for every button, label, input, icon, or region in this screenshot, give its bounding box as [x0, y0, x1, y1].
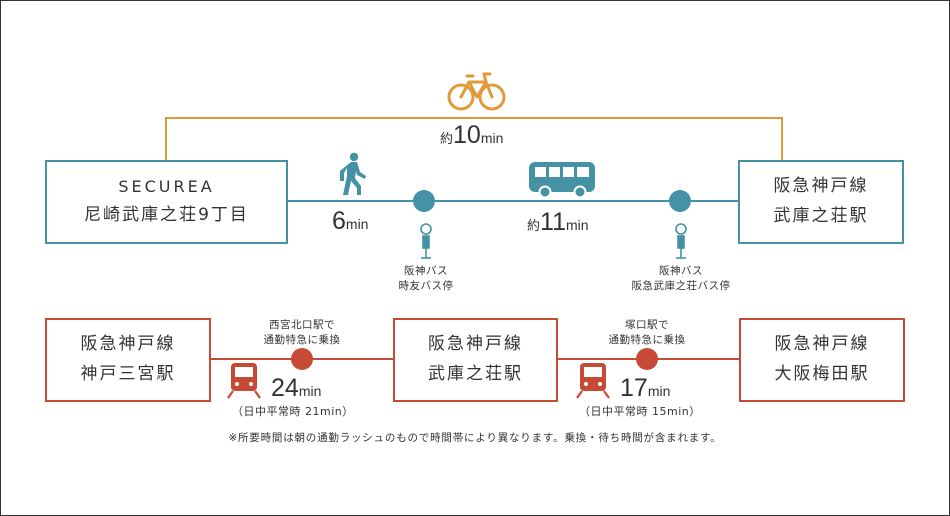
- transfer-nishinomiya-marker: [291, 348, 313, 370]
- station-line-name: 阪急神戸線: [428, 334, 523, 355]
- station-name: 武庫之荘駅: [773, 206, 869, 226]
- bicycle-icon: [447, 72, 506, 111]
- daytime-time-left: （日中平常時 21min）: [232, 405, 354, 418]
- train-time-left: 24min: [271, 374, 322, 402]
- walk-time: 6min: [332, 207, 369, 235]
- station-name: 大阪梅田駅: [774, 364, 870, 384]
- mukonoso-station-box-top: 阪急神戸線 武庫之荘駅: [738, 160, 904, 244]
- origin-name: SECUREA: [118, 177, 215, 197]
- station-line-name: 阪急神戸線: [773, 176, 869, 197]
- train-icon: [227, 363, 261, 399]
- transfer-tsukaguchi-marker: [636, 348, 658, 370]
- kobe-sannomiya-station-box: 阪急神戸線 神戸三宮駅: [45, 318, 211, 402]
- station-line-name: 阪急神戸線: [80, 334, 176, 355]
- walking-person-icon: [340, 152, 366, 195]
- bus-stop-tomotomo-marker: [413, 190, 435, 212]
- bus-stop-post-icon: [420, 223, 432, 259]
- origin-address: 尼崎武庫之荘9丁目: [84, 205, 249, 226]
- bicycle-time: 約10min: [440, 121, 504, 149]
- transfer-note-left: 西宮北口駅で 通勤特急に乗換: [263, 319, 341, 347]
- train-time-right: 17min: [620, 374, 671, 402]
- bicycle-route-line: [165, 117, 783, 162]
- bus-stop-mukonoso-marker: [669, 190, 691, 212]
- transfer-note-right: 塚口駅で 通勤特急に乗換: [608, 319, 686, 347]
- station-line-name: 阪急神戸線: [774, 334, 870, 355]
- origin-box: SECUREA 尼崎武庫之荘9丁目: [45, 160, 288, 244]
- osaka-umeda-station-box: 阪急神戸線 大阪梅田駅: [739, 318, 905, 402]
- footnote: ※所要時間は朝の通勤ラッシュのもので時間帯により異なります。乗換・待ち時間が含ま…: [228, 432, 722, 444]
- mukonoso-station-box: 阪急神戸線 武庫之荘駅: [393, 318, 558, 402]
- bus-stop-post-icon: [675, 223, 687, 259]
- bus-stop-to-label: 阪神バス 阪急武庫之荘バス停: [631, 265, 731, 293]
- bus-time: 約11min: [527, 208, 589, 236]
- station-name: 神戸三宮駅: [80, 364, 176, 384]
- daytime-time-right: （日中平常時 15min）: [579, 405, 701, 418]
- bus-icon: [529, 162, 595, 199]
- bus-stop-from-label: 阪神バス 時友バス停: [398, 265, 454, 293]
- station-name: 武庫之荘駅: [428, 364, 523, 384]
- train-icon: [576, 363, 610, 399]
